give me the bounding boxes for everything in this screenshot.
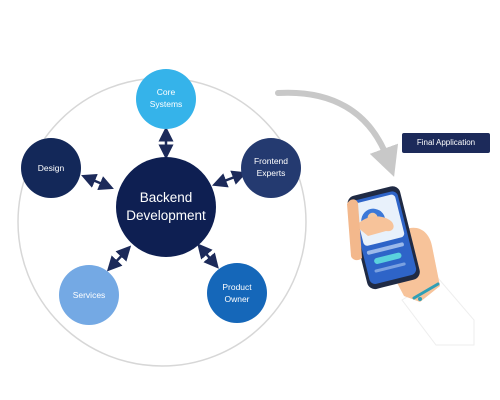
node-core-systems-line1: Core bbox=[157, 87, 176, 97]
bracelet bbox=[412, 282, 440, 300]
thumb bbox=[356, 216, 394, 236]
center-node-backend-development: Backend Development bbox=[116, 157, 216, 257]
node-product-owner-line2: Owner bbox=[224, 294, 249, 304]
node-product-owner: Product Owner bbox=[207, 263, 267, 323]
node-product-owner-line1: Product bbox=[222, 282, 252, 292]
bracelet-bead bbox=[418, 297, 422, 301]
final-application-label: Final Application bbox=[402, 133, 490, 153]
node-services: Services bbox=[59, 265, 119, 325]
node-core-systems-circle bbox=[136, 69, 196, 129]
arrow-product-owner bbox=[197, 243, 219, 269]
fingers bbox=[347, 199, 362, 261]
node-design-label: Design bbox=[38, 163, 65, 173]
node-product-owner-circle bbox=[207, 263, 267, 323]
center-node-line1: Backend bbox=[140, 190, 193, 205]
node-design-circle bbox=[21, 138, 81, 198]
node-design: Design bbox=[21, 138, 81, 198]
screen-line-2 bbox=[374, 262, 406, 273]
center-node-circle bbox=[116, 157, 216, 257]
node-services-label: Services bbox=[73, 290, 106, 300]
node-frontend-experts-circle bbox=[241, 138, 301, 198]
screen-button bbox=[374, 252, 402, 264]
node-frontend-experts-line2: Experts bbox=[257, 168, 286, 178]
arrow-design bbox=[81, 173, 114, 191]
node-services-circle bbox=[59, 265, 119, 325]
hand-holding-phone-illustration bbox=[347, 186, 475, 346]
arrow-frontend-experts bbox=[211, 170, 248, 188]
flow-arrow bbox=[275, 89, 399, 177]
node-core-systems: Core Systems bbox=[136, 69, 196, 129]
connector-arrows bbox=[81, 126, 248, 272]
arrow-services bbox=[106, 245, 132, 272]
screen-line-1 bbox=[366, 242, 404, 255]
node-frontend-experts: Frontend Experts bbox=[241, 138, 301, 198]
node-core-systems-line2: Systems bbox=[150, 99, 183, 109]
node-frontend-experts-line1: Frontend bbox=[254, 156, 288, 166]
center-node-line2: Development bbox=[126, 208, 206, 223]
